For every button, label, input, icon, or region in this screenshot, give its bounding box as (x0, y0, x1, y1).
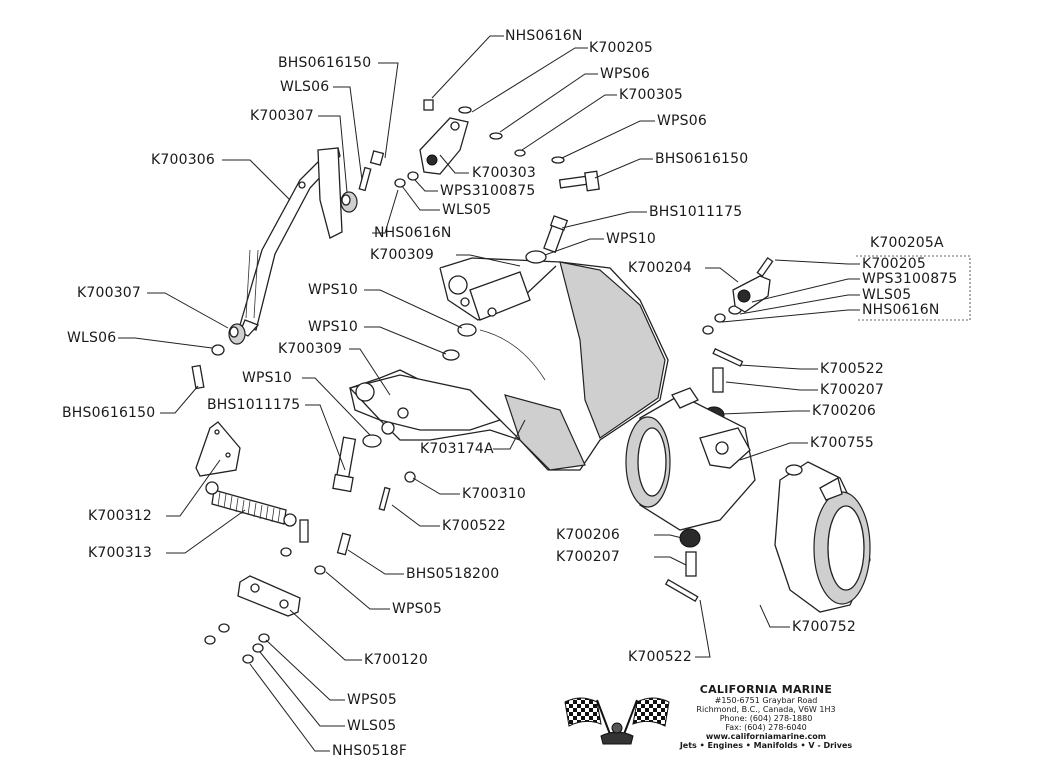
label-k700313: K700313 (88, 545, 153, 561)
label-bhs0616150-left: BHS0616150 (62, 405, 156, 421)
nozzle-k700755 (625, 387, 756, 531)
label-nhs0616n-right: NHS0616N (862, 302, 940, 318)
bolts (191, 150, 600, 556)
label-bhs0518200: BHS0518200 (406, 566, 500, 582)
label-wls05-low: WLS05 (347, 718, 397, 734)
joint-k700307 (228, 191, 358, 345)
label-k700206-right: K700206 (812, 403, 877, 419)
label-k703174a: K703174A (420, 441, 494, 457)
label-k700752: K700752 (792, 619, 857, 635)
label-k700310: K700310 (462, 486, 527, 502)
label-wps3100875-right: WPS3100875 (862, 271, 958, 287)
label-wls05-right: WLS05 (862, 287, 912, 303)
label-bhs0616150-right: BHS0616150 (655, 151, 749, 167)
label-bhs0616150-top: BHS0616150 (278, 55, 372, 71)
linkage-k700204 (732, 257, 774, 313)
label-nhs0518f: NHS0518F (332, 743, 408, 759)
label-bhs1011175-top: BHS1011175 (649, 204, 743, 220)
company-info: CALIFORNIA MARINE #150-6751 Graybar Road… (676, 683, 856, 751)
label-k700205-top: K700205 (589, 40, 654, 56)
company-fax: Fax: (604) 278-6040 (725, 723, 807, 732)
label-k700305: K700305 (619, 87, 684, 103)
plate-k700120 (237, 575, 301, 617)
label-wps10-b: WPS10 (308, 319, 358, 335)
label-k700306: K700306 (151, 152, 216, 168)
label-k700522-low: K700522 (628, 649, 693, 665)
label-k700522-right: K700522 (820, 361, 885, 377)
company-address-1: #150-6751 Graybar Road (714, 696, 818, 705)
label-wls05-top: WLS05 (442, 202, 492, 218)
company-name: CALIFORNIA MARINE (699, 683, 833, 696)
label-wls06-top: WLS06 (280, 79, 330, 95)
label-wps06-b: WPS06 (657, 113, 707, 129)
company-address-2: Richmond, B.C., Canada, V6W 1H3 (696, 705, 836, 714)
label-k700307-left: K700307 (77, 285, 142, 301)
label-bhs1011175-left: BHS1011175 (207, 397, 301, 413)
label-k700303: K700303 (472, 165, 537, 181)
group-bracket (856, 255, 971, 321)
label-k700307-top: K700307 (250, 108, 315, 124)
rod-k700306 (239, 147, 343, 337)
label-k700204: K700204 (628, 260, 693, 276)
label-wps10-a: WPS10 (308, 282, 358, 298)
leader-lines (118, 35, 860, 752)
checkered-flags-logo (564, 697, 670, 745)
label-wps05-mid: WPS05 (392, 601, 442, 617)
bracket-k700312 (195, 421, 241, 477)
company-tagline: Jets • Engines • Manifolds • V - Drives (679, 741, 853, 750)
label-k700522-mid: K700522 (442, 518, 507, 534)
label-k700206-low: K700206 (556, 527, 621, 543)
label-k700205a: K700205A (870, 235, 944, 251)
label-k700309-top: K700309 (370, 247, 435, 263)
lever-k700303 (419, 117, 469, 175)
label-k700755: K700755 (810, 435, 875, 451)
label-k700207-right: K700207 (820, 382, 885, 398)
label-nhs0616n-top: NHS0616N (505, 28, 583, 44)
label-k700309-mid: K700309 (278, 341, 343, 357)
company-phone: Phone: (604) 278-1880 (719, 714, 813, 723)
label-k700312: K700312 (88, 508, 153, 524)
label-k700205-right: K700205 (862, 256, 927, 272)
company-website: www.californiamarine.com (705, 732, 827, 741)
label-k700207-low: K700207 (556, 549, 621, 565)
label-k700120: K700120 (364, 652, 429, 668)
label-wls06-left: WLS06 (67, 330, 117, 346)
label-wps10-top: WPS10 (606, 231, 656, 247)
label-wps06-a: WPS06 (600, 66, 650, 82)
nuts-washers (204, 99, 742, 664)
label-wps05-low: WPS05 (347, 692, 397, 708)
label-wps3100875-top: WPS3100875 (440, 183, 536, 199)
ring-k700752 (774, 461, 871, 613)
housing-k703174a (348, 257, 669, 471)
label-nhs0616n-mid: NHS0616N (374, 225, 452, 241)
label-wps10-c: WPS10 (242, 370, 292, 386)
spring-k700313 (205, 481, 297, 527)
